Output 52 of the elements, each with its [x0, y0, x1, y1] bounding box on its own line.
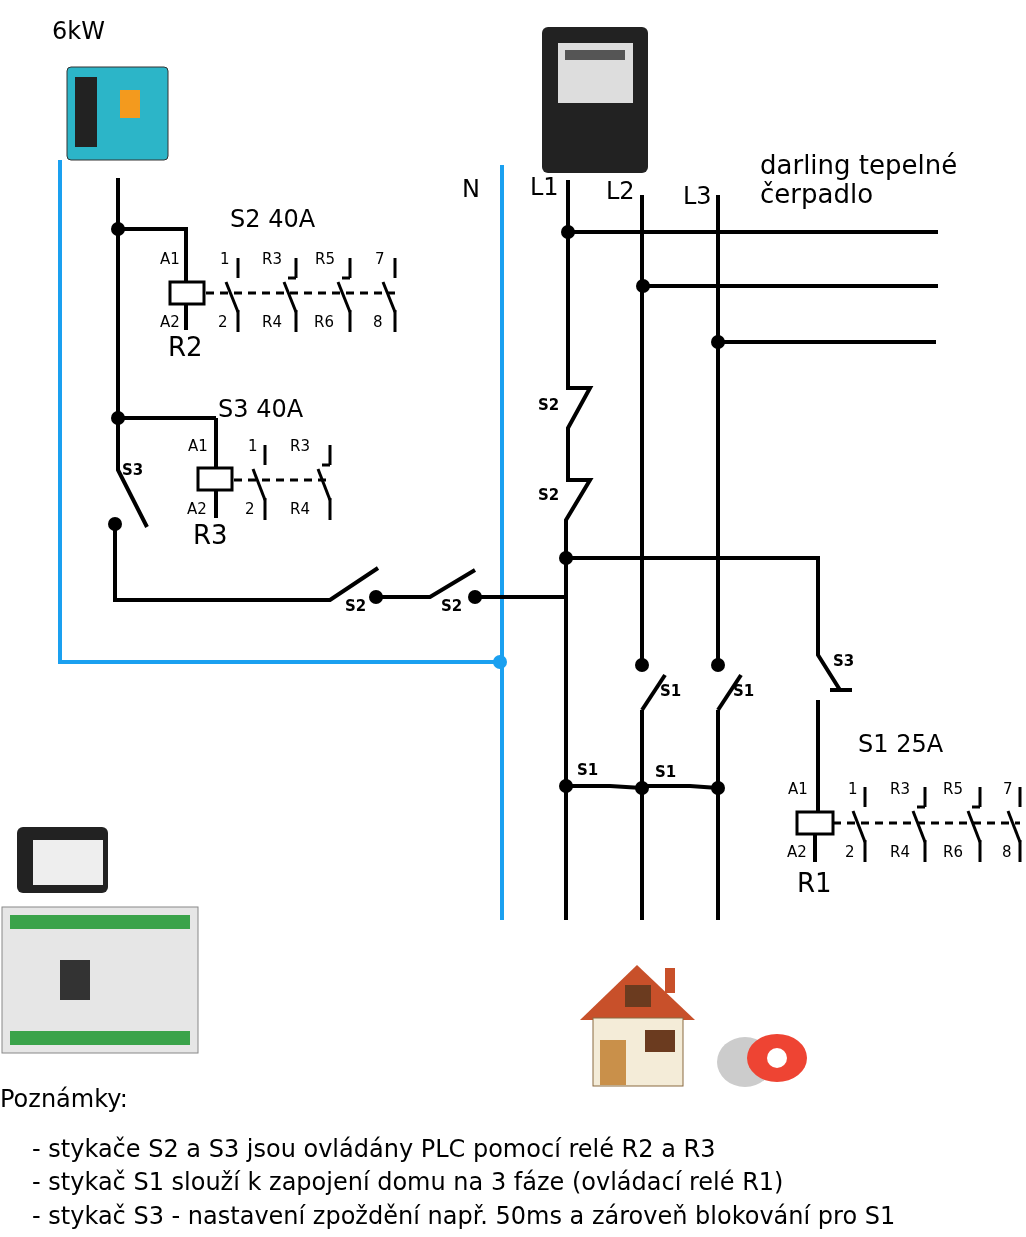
- relay-label: R2: [168, 333, 203, 362]
- load-label: darling tepelné čerpadlo: [760, 151, 959, 209]
- contact-label: S3: [833, 653, 855, 670]
- terminal-label: 8: [373, 314, 383, 331]
- contact-label: S1: [577, 762, 599, 779]
- terminal-label: 1: [220, 251, 230, 268]
- terminal-label: 2: [218, 314, 228, 331]
- relay-label: R3: [193, 521, 228, 550]
- terminal-label: R4: [290, 501, 310, 518]
- note-text: - stykač S1 slouží k zapojení domu na 3 fáze (ovládací relé R1): [32, 1169, 784, 1196]
- terminal-label: 1: [248, 438, 258, 455]
- phase-label: L2: [606, 178, 635, 205]
- phase-label: L1: [530, 174, 559, 201]
- terminal-label: A2: [787, 844, 807, 861]
- terminal-label: 8: [1002, 844, 1012, 861]
- terminal-label: R3: [290, 438, 310, 455]
- terminal-label: A2: [160, 314, 180, 331]
- contact-label: S1: [655, 764, 677, 781]
- notes-heading: Poznámky:: [0, 1086, 128, 1113]
- contact-label: S1: [733, 683, 755, 700]
- contact-label: S2: [345, 598, 367, 615]
- terminal-label: 7: [375, 251, 385, 268]
- contact-label: S3: [122, 462, 144, 479]
- contact-label: S2: [441, 598, 463, 615]
- terminal-label: R6: [943, 844, 963, 861]
- terminal-label: R3: [262, 251, 282, 268]
- terminal-label: A1: [788, 781, 808, 798]
- note-text: - stykače S2 a S3 jsou ovládány PLC pomocí relé R2 a R3: [32, 1136, 716, 1163]
- contactor-title: S2 40A: [230, 206, 316, 233]
- terminal-label: R4: [890, 844, 910, 861]
- terminal-label: 2: [845, 844, 855, 861]
- terminal-label: R3: [890, 781, 910, 798]
- phase-label: N: [462, 176, 480, 203]
- terminal-label: R6: [314, 314, 334, 331]
- terminal-label: A1: [160, 251, 180, 268]
- contactor-title: S1 25A: [858, 731, 944, 758]
- contact-label: S2: [538, 487, 560, 504]
- terminal-label: 2: [245, 501, 255, 518]
- phase-label: L3: [683, 183, 712, 210]
- note-text: - stykač S3 - nastavení zpoždění např. 50ms a zároveň blokování pro S1: [32, 1203, 896, 1230]
- device-caption: 6kW: [52, 18, 105, 45]
- contact-label: S1: [660, 683, 682, 700]
- terminal-label: 1: [848, 781, 858, 798]
- relay-label: R1: [797, 869, 832, 898]
- terminal-label: A2: [187, 501, 207, 518]
- contact-label: S2: [538, 397, 560, 414]
- terminal-label: A1: [188, 438, 208, 455]
- terminal-label: 7: [1003, 781, 1013, 798]
- terminal-label: R4: [262, 314, 282, 331]
- terminal-label: R5: [943, 781, 963, 798]
- contactor-title: S3 40A: [218, 396, 304, 423]
- terminal-label: R5: [315, 251, 335, 268]
